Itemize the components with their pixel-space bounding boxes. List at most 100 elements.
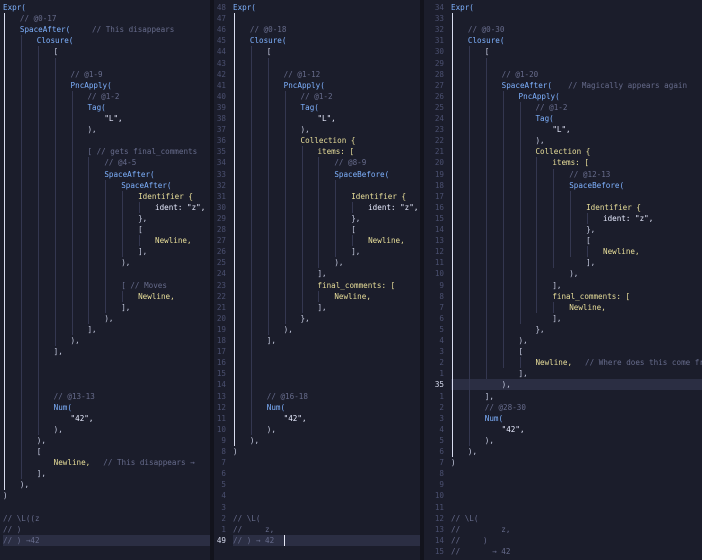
- code-token: [: [36, 447, 42, 456]
- code-token: "L",: [317, 114, 336, 123]
- code-comment: // @28-30: [484, 402, 526, 412]
- line-number: 20: [434, 158, 444, 168]
- line-number: 24: [216, 269, 226, 279]
- code-token: ),: [467, 447, 478, 456]
- code-token: Expr(: [451, 3, 474, 12]
- line-number: 5: [439, 324, 444, 334]
- code-token: [: [484, 47, 490, 57]
- line-number: 32: [434, 25, 444, 35]
- code-comment: // @0-17: [19, 14, 57, 24]
- code-comment: [ // Moves: [121, 280, 167, 290]
- code-token: [: [266, 47, 272, 57]
- code-comment: // @8-9: [334, 158, 367, 168]
- code-token: ],: [317, 302, 327, 312]
- line-number: 8: [221, 447, 226, 456]
- line-number: 33: [216, 169, 226, 179]
- code-token: ],: [552, 280, 562, 290]
- indent-guide: [122, 190, 124, 258]
- line-number: 33: [434, 14, 444, 24]
- code-comment: // @1-12: [283, 69, 321, 79]
- code-token: Num(: [53, 402, 72, 412]
- pane-divider[interactable]: [420, 0, 424, 560]
- code-token: ),: [121, 258, 131, 268]
- code-comment: // ) → 42: [233, 535, 275, 545]
- code-comment: // \L(: [233, 513, 261, 523]
- line-number: 2: [439, 358, 444, 368]
- line-number: 24: [434, 114, 444, 123]
- code-token: Identifier {: [351, 191, 407, 201]
- code-token: SpaceAfter(: [19, 25, 71, 35]
- line-number: 8: [439, 469, 444, 479]
- code-token: SpaceAfter(: [104, 169, 155, 179]
- line-number: 14: [434, 225, 444, 234]
- indent-guide: [519, 101, 521, 324]
- line-number: 3: [439, 347, 444, 357]
- line-number: 15: [216, 369, 226, 379]
- line-number: 25: [216, 258, 226, 268]
- code-token: ],: [87, 324, 97, 334]
- line-number: 28: [216, 225, 226, 234]
- line-number: 2: [221, 513, 226, 523]
- code-token: Closure(: [36, 36, 74, 46]
- line-number: 36: [216, 136, 226, 146]
- code-token: SpaceAfter(: [121, 180, 172, 190]
- indent-guide: [37, 46, 39, 435]
- code-token: final_comments: [: [552, 291, 631, 301]
- line-number: 10: [434, 491, 444, 501]
- line-number: 34: [216, 158, 226, 168]
- line-number: 4: [439, 424, 444, 434]
- code-token: Closure(: [249, 36, 287, 46]
- indent-guide: [318, 157, 320, 269]
- code-token: PncApply(: [70, 80, 112, 90]
- indent-guide: [502, 90, 504, 369]
- line-number: 14: [216, 380, 226, 390]
- indent-guide: [485, 57, 487, 380]
- indent-guide: [352, 235, 354, 247]
- code-token: items: [: [317, 147, 355, 157]
- code-token: ],: [121, 302, 131, 312]
- active-indent-guide: [234, 13, 235, 446]
- line-number: 16: [216, 358, 226, 368]
- line-number: 5: [439, 435, 444, 445]
- line-number: 27: [216, 236, 226, 246]
- code-comment: // z,: [233, 524, 275, 534]
- indent-guide: [301, 146, 303, 313]
- pane-divider[interactable]: [210, 0, 214, 560]
- code-token: "42",: [501, 424, 525, 434]
- indent-guide: [468, 46, 470, 446]
- indent-guide: [54, 57, 56, 347]
- code-token: Collection {: [300, 136, 356, 146]
- current-line-highlight: [233, 534, 420, 546]
- code-token: Newline,: [155, 236, 192, 246]
- indent-guide: [352, 201, 354, 213]
- line-number: 37: [216, 125, 226, 135]
- code-token: ),: [283, 324, 293, 334]
- code-token: ],: [586, 258, 596, 268]
- code-token: "L",: [104, 114, 123, 123]
- code-comment: // This disappears →: [98, 458, 195, 468]
- code-comment: // Magically appears again: [563, 80, 688, 90]
- indent-guide: [553, 301, 555, 313]
- line-number: 20: [216, 313, 226, 323]
- code-token: Identifier {: [586, 202, 641, 212]
- code-token: ),: [535, 136, 545, 146]
- line-number: 13: [216, 391, 226, 401]
- code-comment: // ): [3, 524, 22, 534]
- code-token: },: [586, 225, 596, 234]
- code-token: ),: [518, 336, 528, 345]
- line-number: 16: [434, 202, 444, 212]
- code-token: ),: [334, 258, 344, 268]
- indent-guide: [587, 212, 589, 224]
- indent-guide: [519, 357, 521, 369]
- code-token: },: [138, 213, 148, 223]
- line-number: 27: [434, 80, 444, 90]
- indent-guide: [570, 190, 572, 258]
